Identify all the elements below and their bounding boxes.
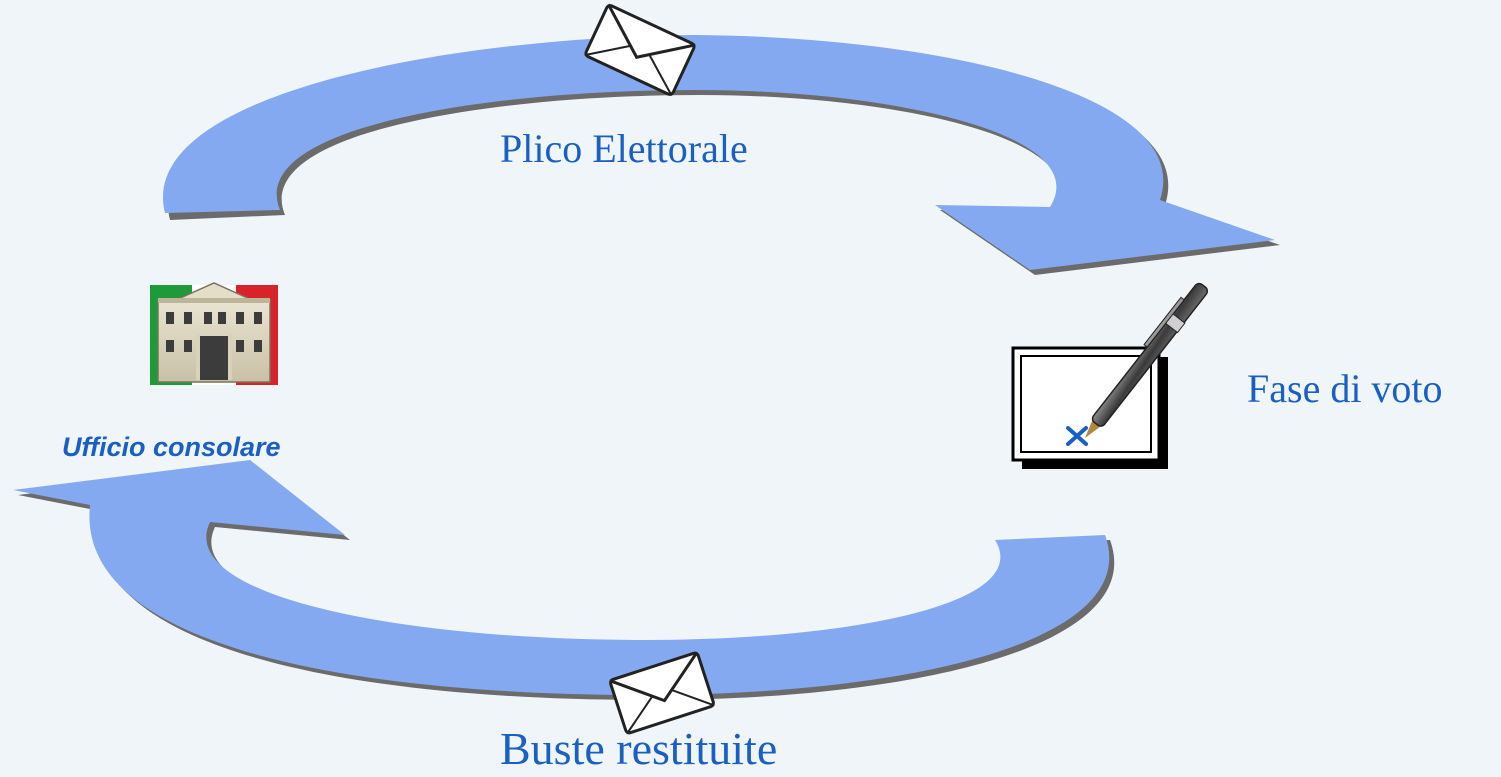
label-buste-restituite: Buste restituite xyxy=(500,723,778,774)
label-plico-elettorale: Plico Elettorale xyxy=(500,126,748,171)
bottom-arrow xyxy=(13,460,1115,700)
bottom-arrow-body xyxy=(13,460,1110,695)
ballot-pen-icon xyxy=(1011,282,1209,469)
top-arrow-body xyxy=(162,35,1275,270)
label-fase-di-voto: Fase di voto xyxy=(1247,366,1443,411)
top-envelope-icon xyxy=(584,3,696,97)
label-ufficio-consolare: Ufficio consolare xyxy=(62,432,281,462)
top-arrow xyxy=(162,35,1280,275)
consulate-building-icon xyxy=(150,282,278,385)
bottom-envelope-icon xyxy=(609,651,715,735)
